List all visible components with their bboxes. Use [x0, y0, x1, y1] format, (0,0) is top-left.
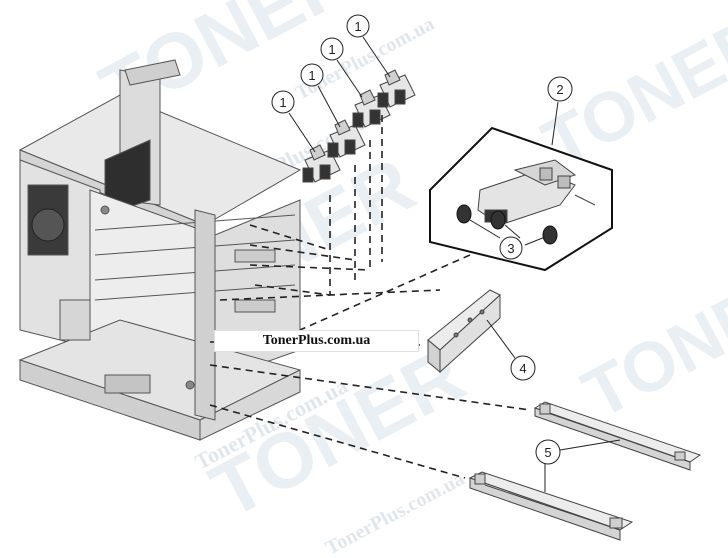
rail-lower — [468, 471, 634, 541]
printer-chassis — [18, 59, 302, 441]
svg-text:4: 4 — [519, 361, 526, 376]
watermark-site-4: TonerPlus.com.ua — [322, 468, 468, 558]
svg-text:1: 1 — [279, 95, 286, 110]
part-3-rollers — [456, 204, 558, 245]
callout-1d: 1 — [346, 14, 370, 38]
callout-1c: 1 — [320, 37, 344, 61]
pick-assembly-1d — [377, 69, 416, 108]
callout-1b: 1 — [300, 63, 324, 87]
rail-upper — [533, 401, 702, 471]
part-2-boxed-assembly — [429, 126, 613, 272]
watermark-brand-5: TONER — [570, 250, 728, 433]
site-label: TonerPlus.com.ua — [214, 330, 419, 352]
part-4-leader — [486, 319, 516, 359]
part-2-projection-line — [299, 254, 471, 331]
part-5-rails — [468, 401, 702, 541]
callout-1a: 1 — [271, 90, 295, 114]
part-1-assemblies — [302, 69, 416, 183]
svg-text:3: 3 — [507, 241, 514, 256]
svg-text:1: 1 — [328, 42, 335, 57]
part-5-leaders — [544, 439, 621, 492]
part-4-projection-line-b — [219, 289, 441, 301]
part-5-projection-lines — [209, 364, 531, 479]
part-1-projection-lines — [249, 115, 383, 296]
callout-2: 2 — [547, 76, 573, 102]
part-1-leaders — [288, 36, 391, 153]
pick-assembly-1b — [327, 119, 366, 158]
callout-4: 4 — [510, 355, 536, 381]
callout-3: 3 — [499, 236, 523, 260]
callouts: 1 1 1 1 2 3 4 5 — [271, 14, 573, 465]
part-4-bracket — [427, 289, 501, 374]
svg-text:2: 2 — [556, 82, 563, 97]
svg-text:1: 1 — [354, 19, 361, 34]
svg-text:5: 5 — [544, 445, 551, 460]
pick-assembly-1a — [302, 144, 341, 183]
part-2-3-leaders — [469, 101, 559, 246]
svg-text:1: 1 — [308, 68, 315, 83]
callout-5: 5 — [535, 439, 561, 465]
